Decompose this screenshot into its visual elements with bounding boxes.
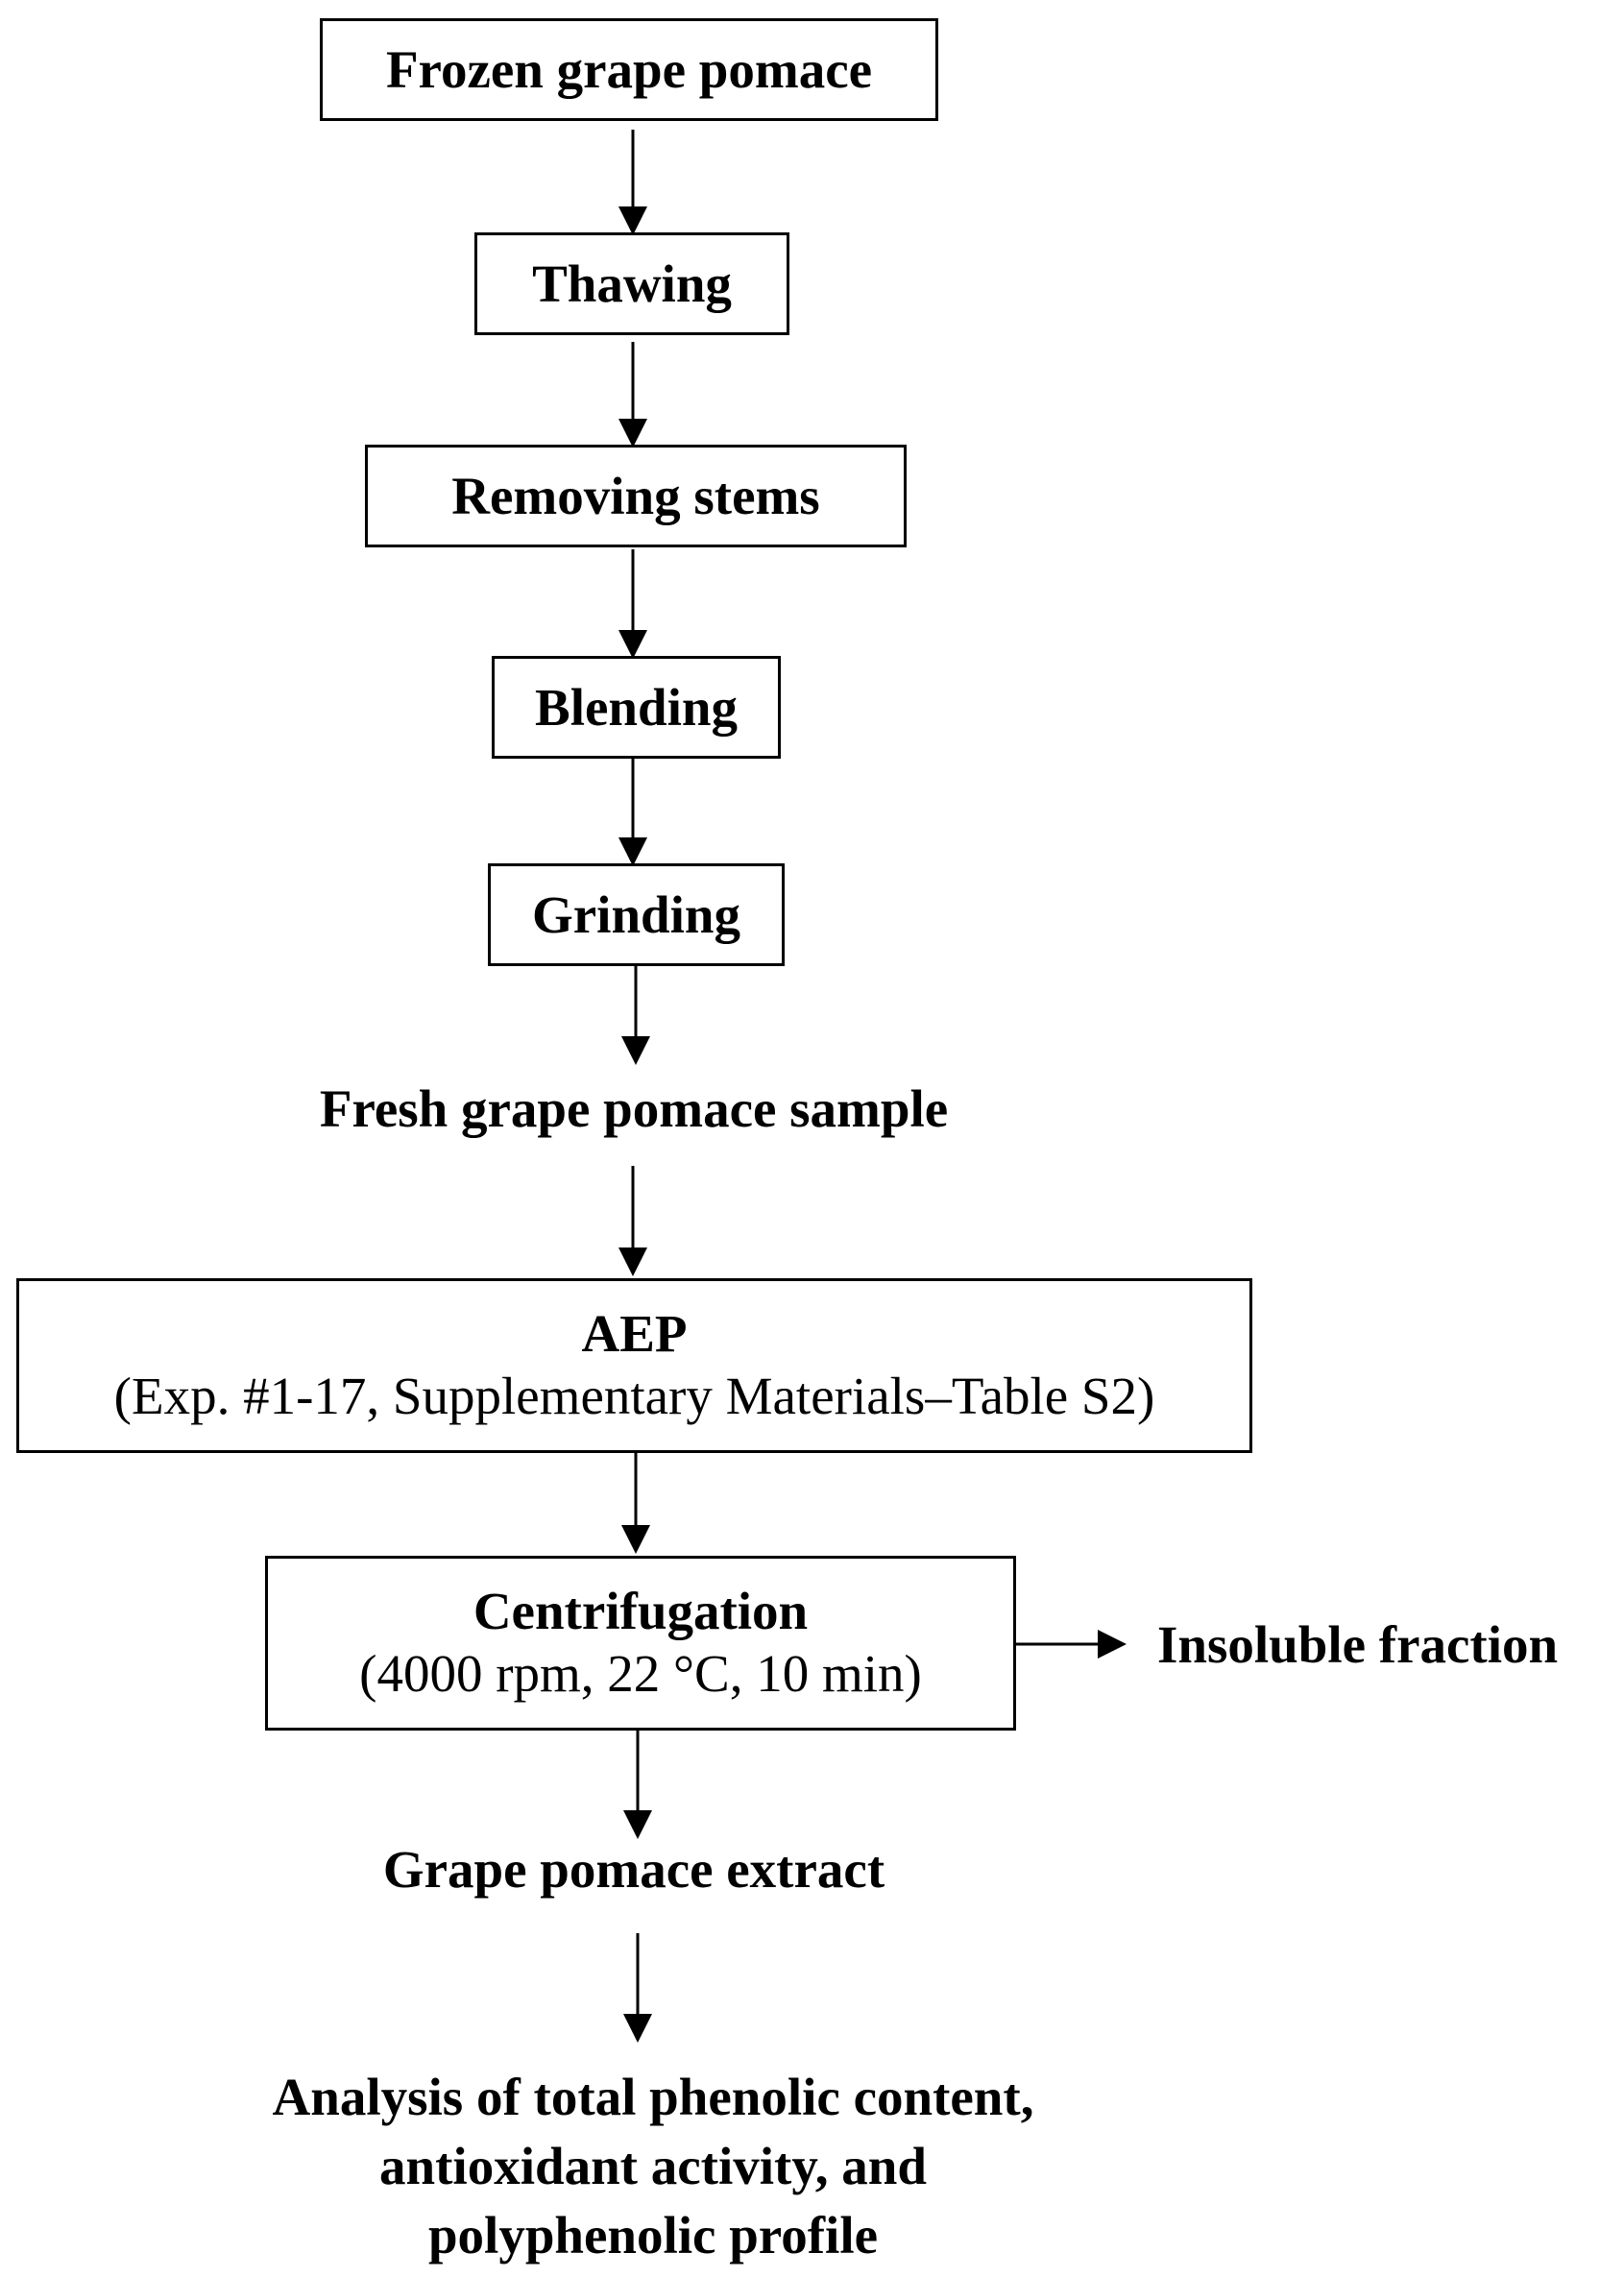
node-fresh-sample: Fresh grape pomace sample bbox=[319, 1079, 949, 1138]
node-thawing: Thawing bbox=[474, 232, 789, 335]
node-grinding: Grinding bbox=[488, 863, 785, 966]
node-grinding-label: Grinding bbox=[531, 884, 741, 944]
node-removing-stems: Removing stems bbox=[365, 445, 907, 547]
node-frozen-grape-pomace: Frozen grape pomace bbox=[320, 18, 938, 121]
node-removing-stems-label: Removing stems bbox=[451, 466, 820, 525]
node-aep-detail: (Exp. #1-17, Supplementary Materials–Tab… bbox=[113, 1366, 1155, 1425]
node-analysis-line3: polyphenolic profile bbox=[427, 2206, 879, 2265]
node-centrifugation: Centrifugation (4000 rpm, 22 °C, 10 min) bbox=[265, 1556, 1016, 1731]
node-aep-title: AEP bbox=[581, 1304, 688, 1364]
node-blending: Blending bbox=[492, 656, 781, 759]
node-analysis: Analysis of total phenolic content, anti… bbox=[106, 2063, 1200, 2270]
node-aep: AEP (Exp. #1-17, Supplementary Materials… bbox=[16, 1278, 1252, 1453]
node-thawing-label: Thawing bbox=[532, 254, 732, 313]
node-blending-label: Blending bbox=[535, 677, 738, 737]
node-insoluble-fraction: Insoluble fraction bbox=[1157, 1615, 1559, 1674]
node-analysis-line2: antioxidant activity, and bbox=[379, 2137, 927, 2195]
node-centrifugation-detail: (4000 rpm, 22 °C, 10 min) bbox=[359, 1643, 922, 1703]
node-grape-pomace-extract: Grape pomace extract bbox=[382, 1840, 885, 1899]
node-analysis-line1: Analysis of total phenolic content, bbox=[272, 2068, 1034, 2126]
node-centrifugation-title: Centrifugation bbox=[473, 1582, 809, 1641]
node-frozen-label: Frozen grape pomace bbox=[385, 39, 873, 99]
